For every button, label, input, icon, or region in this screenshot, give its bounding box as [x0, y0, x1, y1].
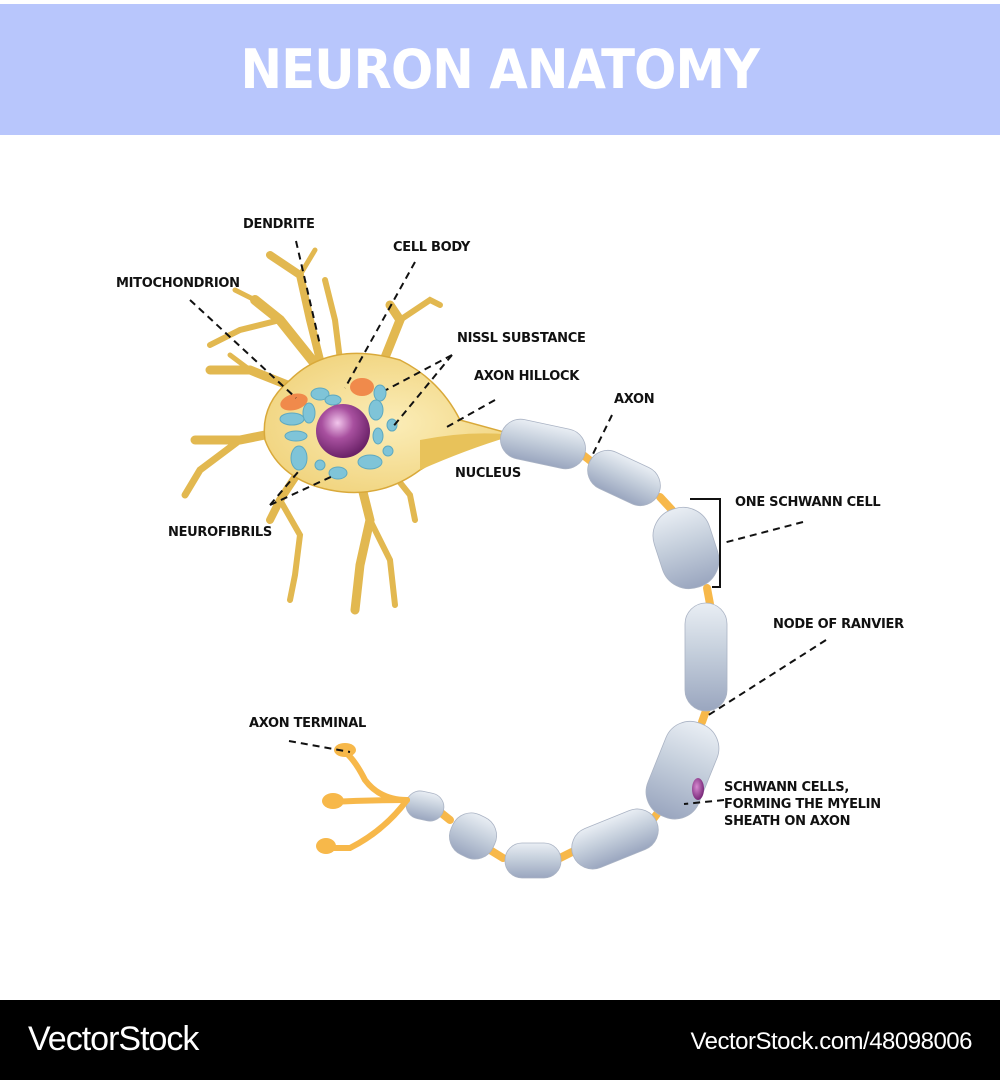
nissl-body: [314, 459, 326, 471]
label-schwann-cells-line1: SCHWANN CELLS,: [724, 780, 849, 795]
dendrite-branch: [322, 277, 343, 363]
dendrite-branch: [367, 517, 398, 608]
label-nucleus: NUCLEUS: [455, 466, 521, 481]
schwann-cell: [684, 602, 728, 712]
watermark-footer: VectorStock VectorStock.com/48098006: [0, 1000, 1000, 1080]
node-of-ranvier: [703, 584, 714, 608]
leader-schwann-cells: [683, 799, 725, 805]
dendrites: [181, 247, 443, 615]
label-schwann-cells: SCHWANN CELLS, FORMING THE MYELIN SHEATH…: [724, 779, 881, 830]
leader-lines: [189, 240, 827, 805]
footer-reference: VectorStock.com/48098006: [690, 1028, 972, 1055]
label-one-schwann-cell: ONE SCHWANN CELL: [735, 495, 881, 510]
node-of-ranvier: [486, 846, 507, 862]
label-cell-body: CELL BODY: [393, 240, 471, 255]
nucleus-shape: [316, 404, 370, 458]
neuron-diagram: [181, 240, 827, 879]
nissl-bodies: [279, 384, 398, 480]
label-axon-terminal: AXON TERMINAL: [249, 716, 366, 731]
leader-dendrite: [295, 240, 321, 346]
leader-mitochondrion: [189, 299, 297, 399]
nissl-body: [310, 387, 330, 401]
dendrite-branch: [227, 352, 253, 373]
axon-terminal-bulbs: [316, 743, 356, 854]
mitochondrion-shape: [280, 393, 308, 411]
nissl-body: [324, 394, 342, 406]
page-title: NEURON ANATOMY: [240, 38, 760, 101]
schwann-cell: [587, 449, 661, 507]
nissl-body: [382, 445, 394, 457]
leader-cell-body: [344, 261, 416, 389]
label-nissl-substance: NISSL SUBSTANCE: [457, 331, 586, 346]
axon-hillock-shape: [420, 433, 515, 470]
title-banner: NEURON ANATOMY: [0, 4, 1000, 135]
dendrite-branch: [232, 287, 258, 303]
schwann-cell: [500, 418, 586, 470]
label-schwann-cells-line2: FORMING THE MYELIN: [724, 797, 881, 812]
nissl-body: [373, 384, 387, 402]
label-mitochondrion: MITOCHONDRION: [116, 276, 240, 291]
label-neurofibrils: NEUROFIBRILS: [168, 525, 272, 540]
schwann-cell: [405, 790, 445, 822]
schwann-cell: [504, 842, 562, 879]
schwann-cell-nucleus: [692, 778, 704, 800]
leader-nissl-2: [391, 354, 453, 429]
label-axon: AXON: [614, 392, 655, 407]
leader-axon: [591, 414, 613, 457]
leader-axon-terminal: [288, 740, 351, 753]
dendrite-branch: [266, 251, 324, 364]
nissl-body: [357, 454, 383, 470]
dendrite-branch: [350, 475, 375, 615]
label-axon-hillock: AXON HILLOCK: [474, 369, 579, 384]
nissl-body: [290, 445, 308, 471]
dendrite-branch: [397, 296, 443, 323]
leader-one-schwann-cell: [722, 521, 804, 544]
schwann-cell-bracket: [690, 498, 721, 588]
nissl-body: [372, 427, 384, 445]
dendrite-branch: [277, 497, 304, 603]
leader-neurofibrils-1: [269, 471, 299, 506]
schwann-cell: [571, 808, 659, 870]
schwann-cells: [405, 418, 728, 879]
schwann-cell: [645, 720, 720, 820]
nissl-body: [328, 466, 348, 480]
label-node-of-ranvier: NODE OF RANVIER: [773, 617, 904, 632]
nissl-body: [368, 399, 384, 421]
nissl-body: [284, 430, 308, 442]
schwann-cell: [652, 506, 720, 590]
nissl-body: [386, 418, 398, 432]
dendrite-branch: [181, 436, 244, 499]
label-dendrite: DENDRITE: [243, 217, 315, 232]
dendrite-branch: [207, 317, 283, 348]
footer-brand: VectorStock: [28, 1020, 199, 1058]
mitochondrion-shape: [350, 378, 374, 396]
node-of-ranvier: [656, 493, 676, 514]
leader-axon-hillock: [444, 399, 496, 429]
nissl-body: [279, 412, 305, 426]
label-schwann-cells-line3: SHEATH ON AXON: [724, 814, 851, 829]
nissl-body: [302, 402, 316, 424]
schwann-cell: [449, 812, 497, 860]
node-of-ranvier: [556, 848, 576, 862]
leader-nissl-1: [385, 354, 453, 391]
